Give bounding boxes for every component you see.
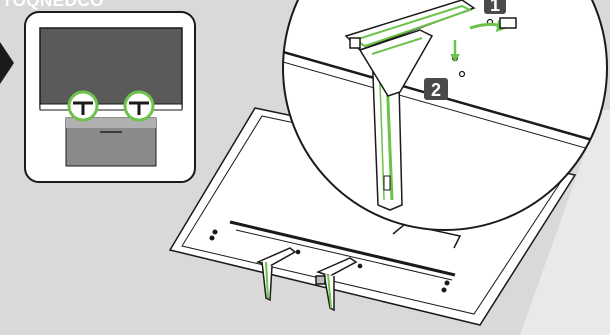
inset-panel (24, 11, 196, 183)
step-number: 1 (490, 0, 500, 15)
step-badge-1: 1 (484, 0, 506, 15)
tv-stand-icon (255, 247, 363, 312)
tv-screen (39, 27, 183, 109)
screw-icon (67, 90, 99, 122)
step-number: 2 (431, 80, 441, 100)
right-arrow-icon (0, 42, 14, 84)
zoom-detail (282, 0, 608, 231)
screw-icon (123, 90, 155, 122)
section-header: TOQNEDCO (2, 0, 104, 10)
background-shade (520, 110, 610, 335)
step-badge-2: 2 (424, 78, 448, 100)
